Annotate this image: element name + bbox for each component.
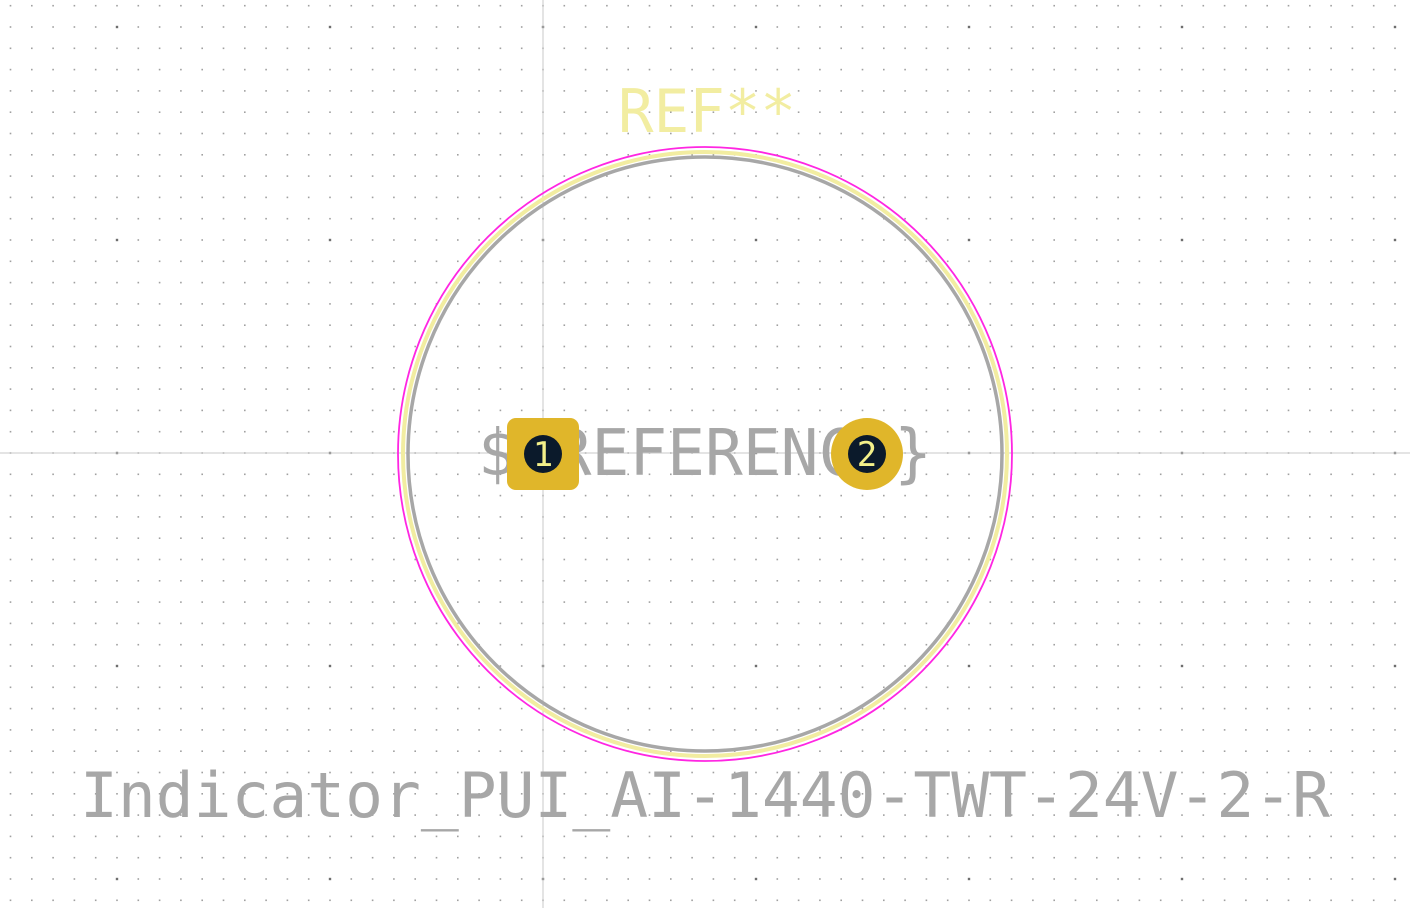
pad-1-drill xyxy=(524,435,562,473)
pad-2[interactable]: 2 xyxy=(831,418,903,490)
pad-1-number: 1 xyxy=(533,435,553,475)
footprint-value-text[interactable]: Indicator_PUI_AI-1440-TWT-24V-2-R xyxy=(80,759,1331,832)
pad-2-drill xyxy=(848,435,886,473)
reference-designator[interactable]: REF** xyxy=(618,77,796,147)
courtyard-outline[interactable] xyxy=(397,146,1013,762)
pad-2-number: 2 xyxy=(857,435,877,475)
pad-1[interactable]: 1 xyxy=(507,418,579,490)
silkscreen-outline[interactable] xyxy=(401,150,1009,758)
fabrication-outline[interactable] xyxy=(406,155,1004,753)
